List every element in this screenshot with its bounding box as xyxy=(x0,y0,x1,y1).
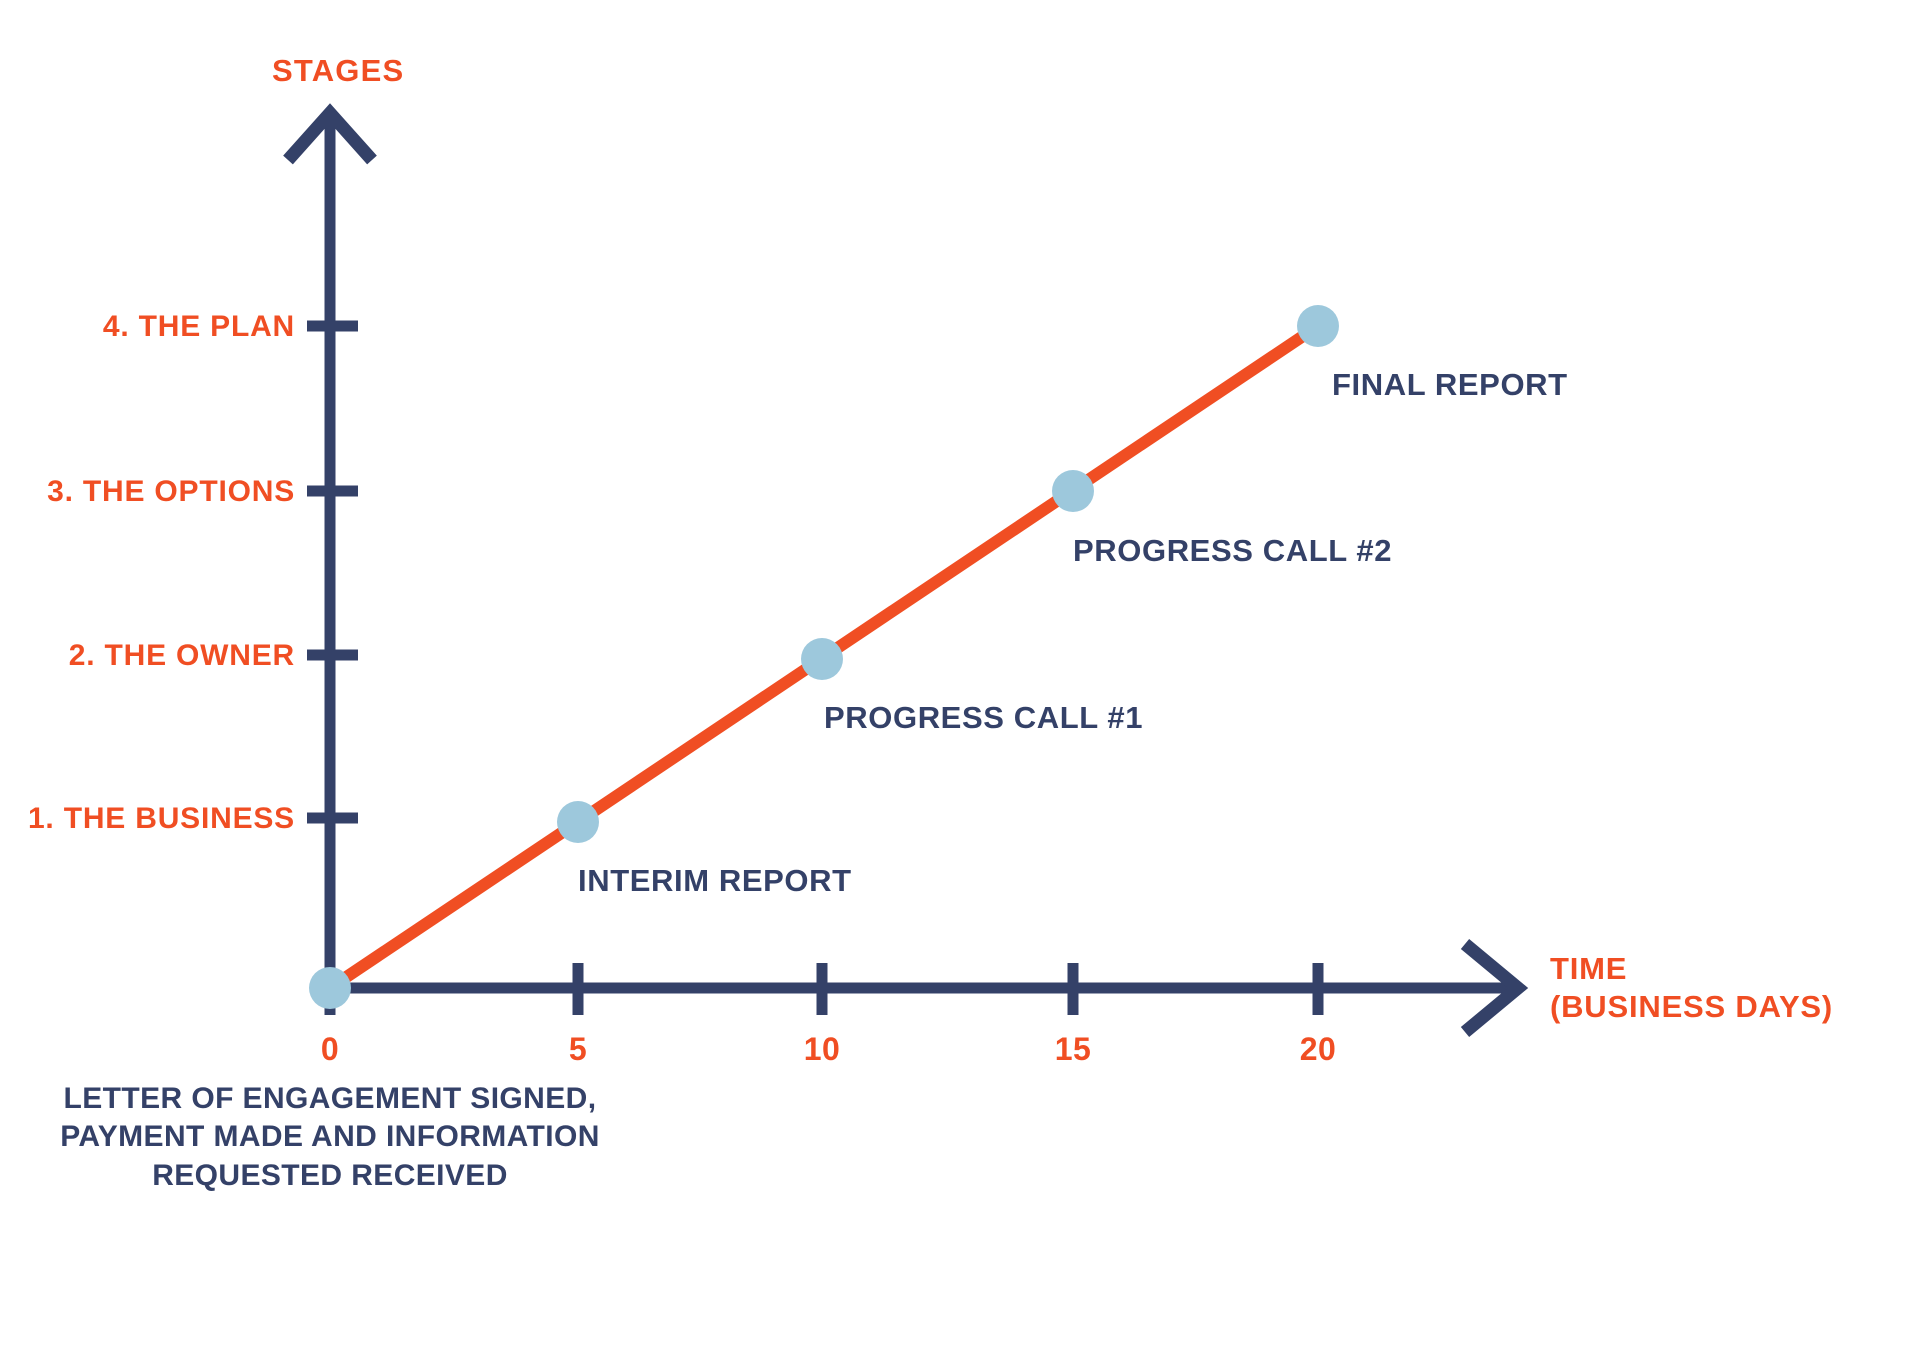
y-tick-label-1: 1. THE BUSINESS xyxy=(27,802,295,835)
x-axis-title-line1: TIME xyxy=(1550,951,1628,986)
point-label-final-report: FINAL REPORT xyxy=(1332,367,1568,402)
data-point-10 xyxy=(801,638,843,680)
data-point-20 xyxy=(1297,305,1339,347)
x-tick-label-0: 0 xyxy=(320,1031,340,1067)
x-axis-arrowhead xyxy=(1460,938,1529,1038)
y-tick-label-3: 3. THE OPTIONS xyxy=(47,475,295,508)
y-tick-label-4: 4. THE PLAN xyxy=(102,310,295,343)
point-label-progress-call-1: PROGRESS CALL #1 xyxy=(824,700,1144,735)
origin-annotation-line1: LETTER OF ENGAGEMENT SIGNED, xyxy=(63,1082,597,1115)
x-axis-title: TIME(BUSINESS DAYS) xyxy=(1550,950,1833,1026)
origin-annotation: LETTER OF ENGAGEMENT SIGNED, PAYMENT MADE… xyxy=(20,1080,640,1195)
data-point-15 xyxy=(1052,470,1094,512)
origin-annotation-line2: PAYMENT MADE AND INFORMATION xyxy=(60,1120,600,1154)
origin-annotation-line3: REQUESTED RECEIVED xyxy=(152,1158,508,1192)
x-tick-label-10: 10 xyxy=(803,1031,841,1067)
x-tick-label-20: 20 xyxy=(1299,1031,1337,1067)
y-axis-arrowhead xyxy=(283,103,377,165)
y-axis-title: STAGES xyxy=(272,53,405,88)
x-tick-label-5: 5 xyxy=(568,1031,588,1067)
data-point-5 xyxy=(557,801,599,843)
point-label-interim-report: INTERIM REPORT xyxy=(578,863,852,898)
x-axis-title-line2: (BUSINESS DAYS) xyxy=(1550,988,1834,1024)
point-label-progress-call-2: PROGRESS CALL #2 xyxy=(1073,533,1393,568)
x-tick-label-15: 15 xyxy=(1054,1031,1092,1067)
data-point-0 xyxy=(309,967,351,1009)
y-tick-label-2: 2. THE OWNER xyxy=(68,639,295,672)
